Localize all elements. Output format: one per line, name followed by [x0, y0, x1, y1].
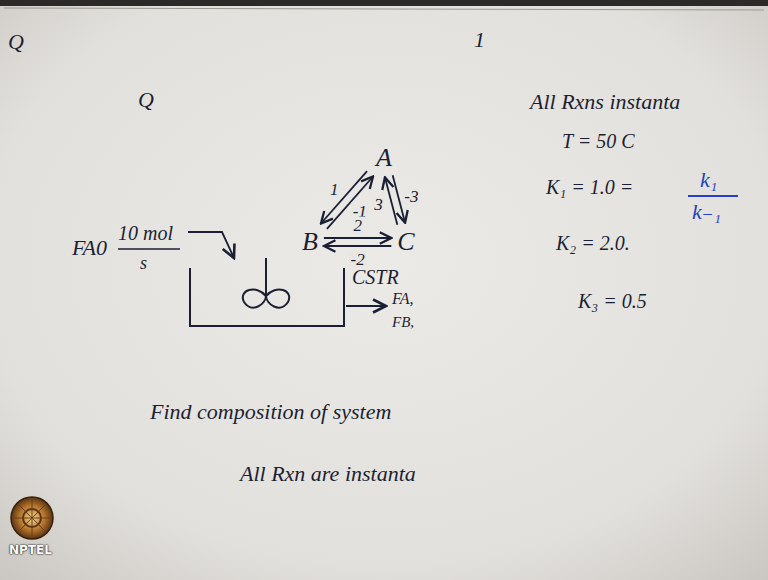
outlet-arrow [346, 305, 386, 307]
handwritten-note: FB, [392, 314, 414, 331]
species-node: B [299, 227, 321, 258]
handwritten-note: k₁ [700, 168, 717, 192]
logo-text: NPTEL [9, 544, 52, 557]
handwritten-note: Find composition of system [150, 400, 391, 424]
rate-index: 1 [328, 180, 341, 197]
handwritten-note: K₃ = 0.5 [578, 290, 647, 312]
reaction-arrow [327, 176, 373, 228]
species-letter: A [373, 143, 395, 174]
species-letter: C [394, 227, 417, 258]
handwritten-note: All Rxn are instanta [240, 462, 416, 486]
handwritten-note: K₂ = 2.0. [556, 232, 630, 254]
stirrer-symbol [243, 258, 289, 308]
rate-index: 3 [372, 196, 385, 213]
handwritten-note: FA, [392, 290, 413, 308]
handwritten-note: Q [8, 30, 24, 54]
logo-spokes [13, 499, 51, 537]
species-node: C [394, 227, 417, 258]
handwritten-note: k₋₁ [692, 200, 721, 224]
handwritten-note: K₁ = 1.0 = [546, 176, 633, 198]
handwritten-note: 1 [474, 28, 485, 52]
reaction-arrow [324, 245, 391, 247]
handwritten-note: s [140, 254, 147, 274]
handwritten-note: All Rxns instanta [530, 90, 680, 114]
fraction-bar [688, 195, 738, 197]
paper-edge [0, 0, 768, 6]
fraction-bar [118, 248, 180, 250]
handwritten-note: T = 50 C [562, 130, 635, 152]
rate-index: -3 [402, 187, 420, 204]
rate-index: 2 [351, 217, 364, 234]
tank-symbol [186, 262, 348, 330]
reactor-node: CSTR [186, 262, 399, 330]
feed-arrow [188, 232, 234, 258]
handwritten-note: Q [138, 88, 154, 112]
species-node: A [373, 143, 395, 174]
rate-index: -2 [349, 251, 367, 268]
logo-emblem [11, 497, 53, 539]
species-letter: B [299, 227, 321, 258]
handwritten-note: 10 mol [118, 222, 173, 244]
handwritten-note: FA0 [72, 236, 107, 260]
reaction-arrow [324, 237, 391, 239]
paper-edge-line [4, 8, 764, 10]
